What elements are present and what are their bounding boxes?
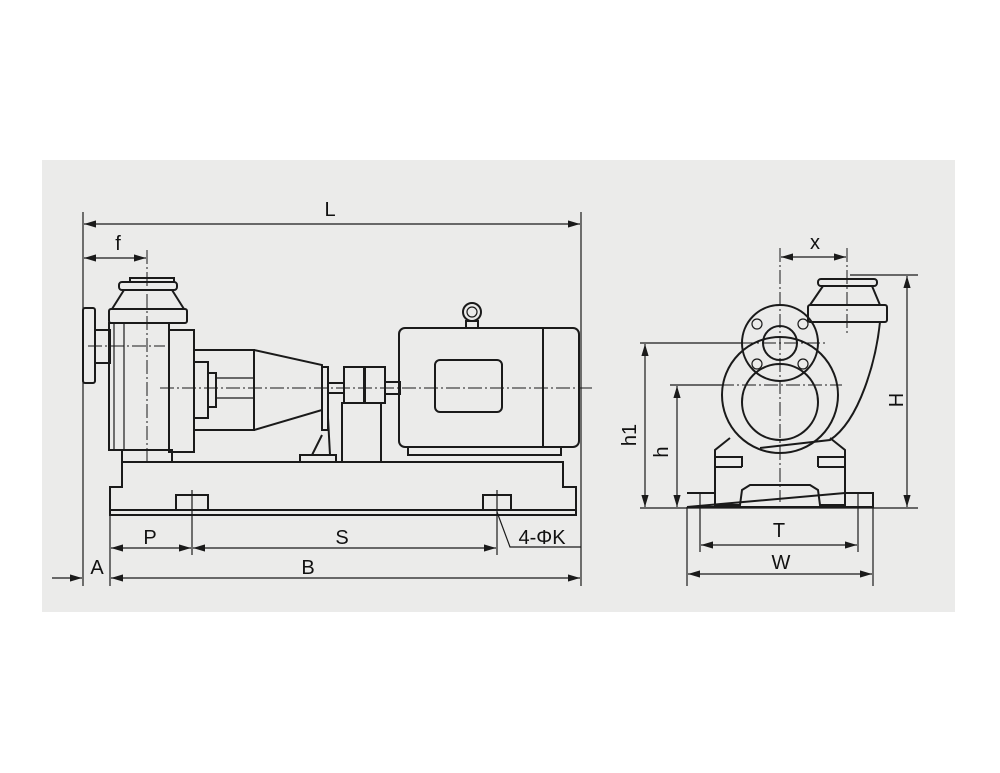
label-h: h [651, 446, 673, 457]
paper-background [42, 160, 955, 612]
label-h1: h1 [619, 424, 641, 446]
label-S: S [335, 527, 348, 549]
label-4-phi-K: 4-ΦK [518, 527, 566, 549]
label-f: f [115, 233, 121, 255]
label-W: W [772, 552, 791, 574]
label-T: T [773, 520, 785, 542]
label-A: A [90, 557, 104, 579]
end-view: x H h1 h [619, 232, 918, 586]
label-H: H [886, 393, 908, 407]
label-x: x [810, 232, 820, 254]
label-B: B [301, 557, 314, 579]
label-P: P [143, 527, 156, 549]
label-L: L [324, 199, 335, 221]
side-view: L f [52, 199, 595, 586]
